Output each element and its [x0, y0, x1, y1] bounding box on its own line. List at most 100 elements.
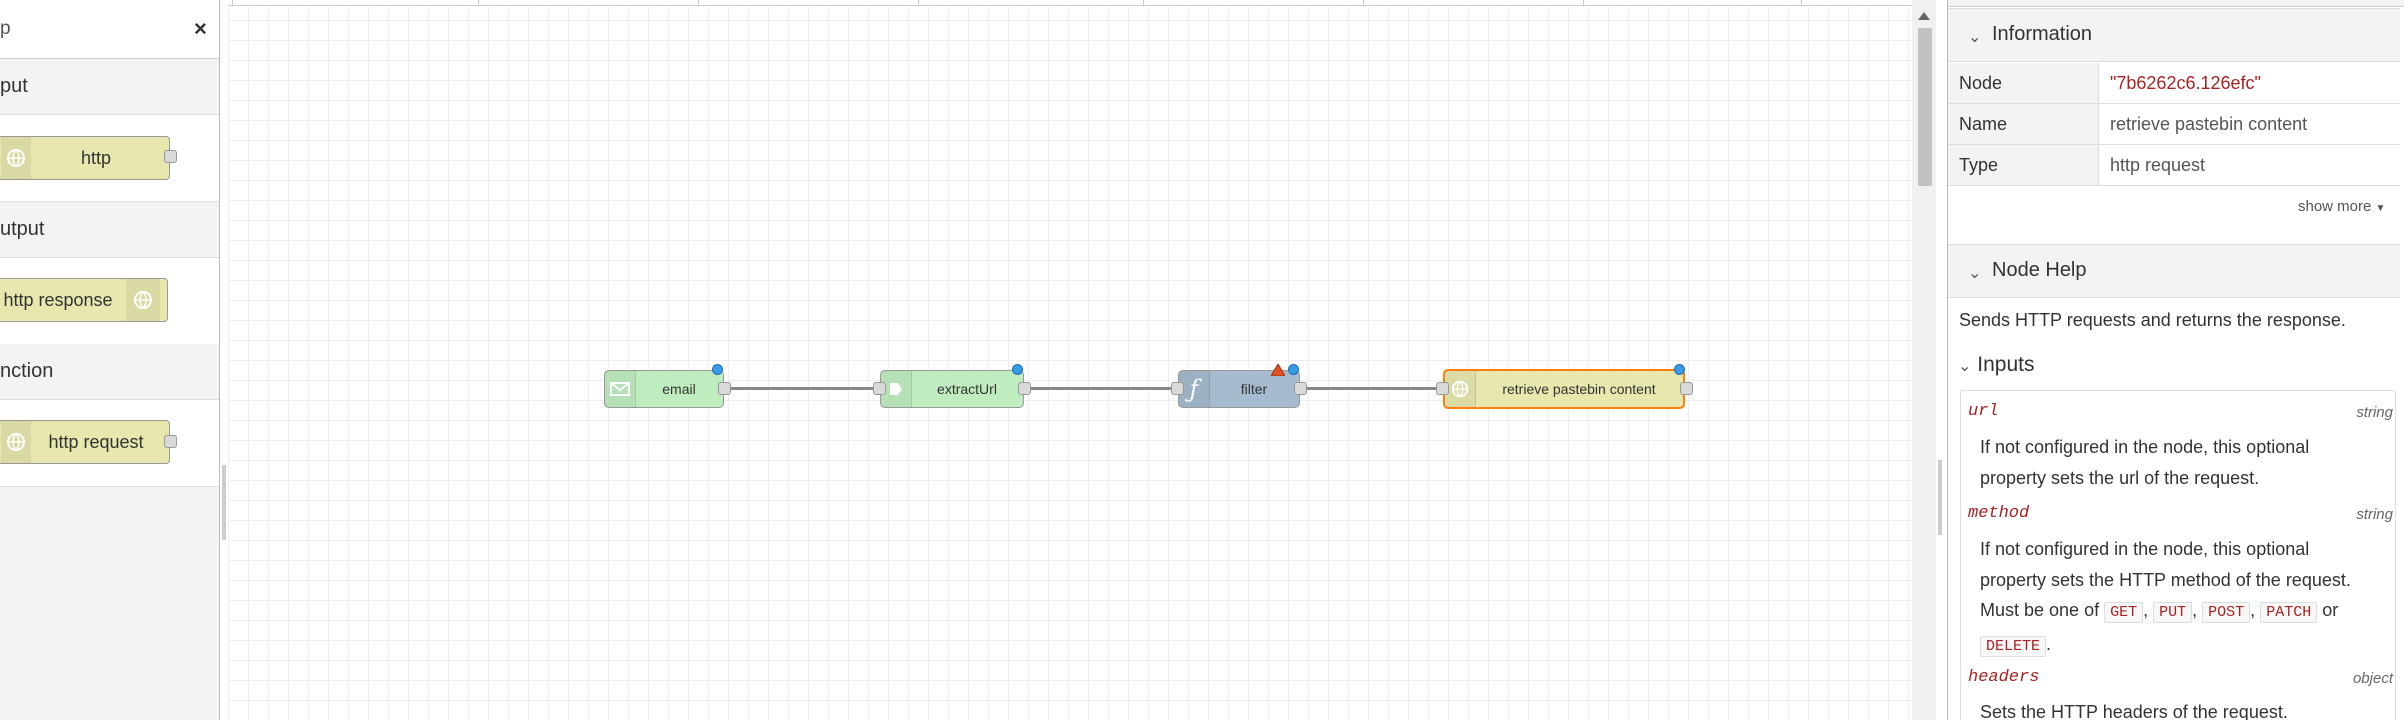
info-value: http request [2110, 155, 2206, 175]
sidebar-splitter[interactable] [1938, 460, 1942, 535]
palette-node-label: http response [3, 290, 113, 310]
code-get: GET [2104, 602, 2144, 623]
section-title: Node Help [1992, 259, 2087, 281]
chevron-down-icon: ⌄ [1968, 29, 1982, 46]
clear-search-icon[interactable]: × [194, 16, 207, 41]
function-icon: ƒ [1179, 371, 1210, 407]
output-port[interactable] [1018, 382, 1031, 395]
category-body: http [0, 115, 219, 202]
info-key-label: Node [1959, 73, 2003, 93]
node-help-section-header[interactable]: ⌄ Node Help [1948, 244, 2400, 298]
chevron-down-icon: ⌄ [1968, 265, 1982, 282]
workspace-tabs [228, 0, 1916, 6]
inputs-list [1960, 390, 2396, 720]
info-key-label: Type [1959, 155, 1999, 175]
code-put: PUT [2153, 602, 2193, 623]
palette-category-output[interactable]: utput [0, 202, 219, 258]
function-icon [881, 371, 912, 407]
or-word: or [2322, 600, 2339, 620]
changed-indicator [1288, 364, 1299, 375]
sidebar-tabs [1948, 0, 2404, 7]
palette-node-label: http [80, 148, 112, 168]
output-port[interactable] [1294, 382, 1307, 395]
info-row-name: Name retrieve pastebin content [1948, 104, 2400, 145]
scroll-thumb[interactable] [1918, 28, 1932, 186]
info-key: Name [1948, 104, 2099, 144]
changed-indicator [712, 364, 723, 375]
palette-category-function[interactable]: nction [0, 344, 219, 400]
sidebar: ⌄ Information Node "7b6262c6.126efc" Nam… [1947, 0, 2404, 720]
code-patch: PATCH [2260, 602, 2318, 623]
warning-icon [1270, 363, 1286, 381]
category-label: utput [0, 218, 45, 240]
tab-divider [1801, 0, 1802, 5]
info-key: Type [1948, 145, 2099, 185]
information-section-header[interactable]: ⌄ Information [1948, 8, 2400, 62]
info-row-node: Node "7b6262c6.126efc" [1948, 63, 2400, 104]
property-description-text: If not configured in the node, this opti… [1980, 539, 2351, 620]
tab-divider [918, 0, 919, 5]
palette-node-http-response[interactable]: http response [0, 278, 168, 322]
info-key-label: Name [1959, 114, 2008, 134]
chevron-down-icon: ⌄ [1958, 358, 1972, 375]
show-more-link[interactable]: show more ▼ [2298, 198, 2385, 215]
input-port[interactable] [873, 382, 886, 395]
workspace-vertical-scrollbar[interactable] [1912, 0, 1936, 720]
flow-node-retrieve-pastebin-content[interactable]: retrieve pastebin content [1443, 369, 1685, 409]
envelope-icon [605, 371, 636, 407]
palette-node-http-request[interactable]: http request [0, 420, 170, 464]
inputs-title: Inputs [1977, 353, 2035, 376]
flow-node-email[interactable]: email [604, 370, 724, 408]
tab-divider [1583, 0, 1584, 5]
property-type: string [2356, 506, 2393, 523]
info-key: Node [1948, 63, 2099, 103]
property-description: Sets the HTTP headers of the request. [1980, 702, 2288, 720]
flow-node-extracturl[interactable]: extractUrl [880, 370, 1024, 408]
node-label: filter [1240, 381, 1268, 397]
caret-down-icon: ▼ [2375, 203, 2386, 214]
category-body: http request [0, 400, 219, 487]
output-port [164, 150, 177, 163]
property-name: method [1968, 504, 2030, 523]
input-port[interactable] [1171, 382, 1184, 395]
palette-node-http[interactable]: http [0, 136, 170, 180]
node-label: retrieve pastebin content [1502, 381, 1656, 397]
inputs-header[interactable]: ⌄ Inputs [1958, 353, 2034, 377]
globe-icon [1445, 371, 1476, 407]
code-post: POST [2202, 602, 2251, 623]
section-title: Information [1992, 23, 2093, 45]
property-name: headers [1968, 668, 2040, 687]
changed-indicator [1012, 364, 1023, 375]
info-row-type: Type http request [1948, 145, 2400, 186]
info-value: retrieve pastebin content [2110, 114, 2308, 134]
tab-divider [698, 0, 699, 5]
globe-icon [1, 137, 31, 179]
palette-category-input[interactable]: put [0, 59, 219, 115]
palette-search[interactable]: p × [0, 0, 219, 59]
changed-indicator [1674, 364, 1685, 375]
show-more-label: show more [2298, 198, 2372, 215]
code-delete: DELETE [1980, 635, 2047, 657]
category-body: http response [0, 258, 219, 345]
globe-icon [126, 279, 160, 321]
property-description: If not configured in the node, this opti… [1980, 539, 2351, 657]
property-type: string [2356, 404, 2393, 421]
help-description: Sends HTTP requests and returns the resp… [1959, 310, 2346, 330]
workspace-canvas[interactable]: email extractUrl ƒ filter retrieve paste… [228, 0, 1916, 720]
output-port[interactable] [718, 382, 731, 395]
property-description: If not configured in the node, this opti… [1980, 437, 2310, 488]
category-label: put [0, 75, 28, 97]
palette-node-label: http request [48, 432, 144, 452]
flow-node-filter[interactable]: ƒ filter [1178, 370, 1300, 408]
palette-splitter[interactable] [222, 465, 226, 540]
function-glyph: ƒ [1189, 375, 1199, 403]
tab-divider [1363, 0, 1364, 5]
input-port[interactable] [1436, 382, 1449, 395]
output-port [164, 435, 177, 448]
tab-divider [1143, 0, 1144, 5]
scroll-up-icon[interactable] [1918, 12, 1930, 20]
category-label: nction [0, 360, 54, 382]
property-type: object [2352, 670, 2393, 687]
palette-search-input[interactable]: p [0, 18, 11, 39]
output-port[interactable] [1680, 382, 1693, 395]
